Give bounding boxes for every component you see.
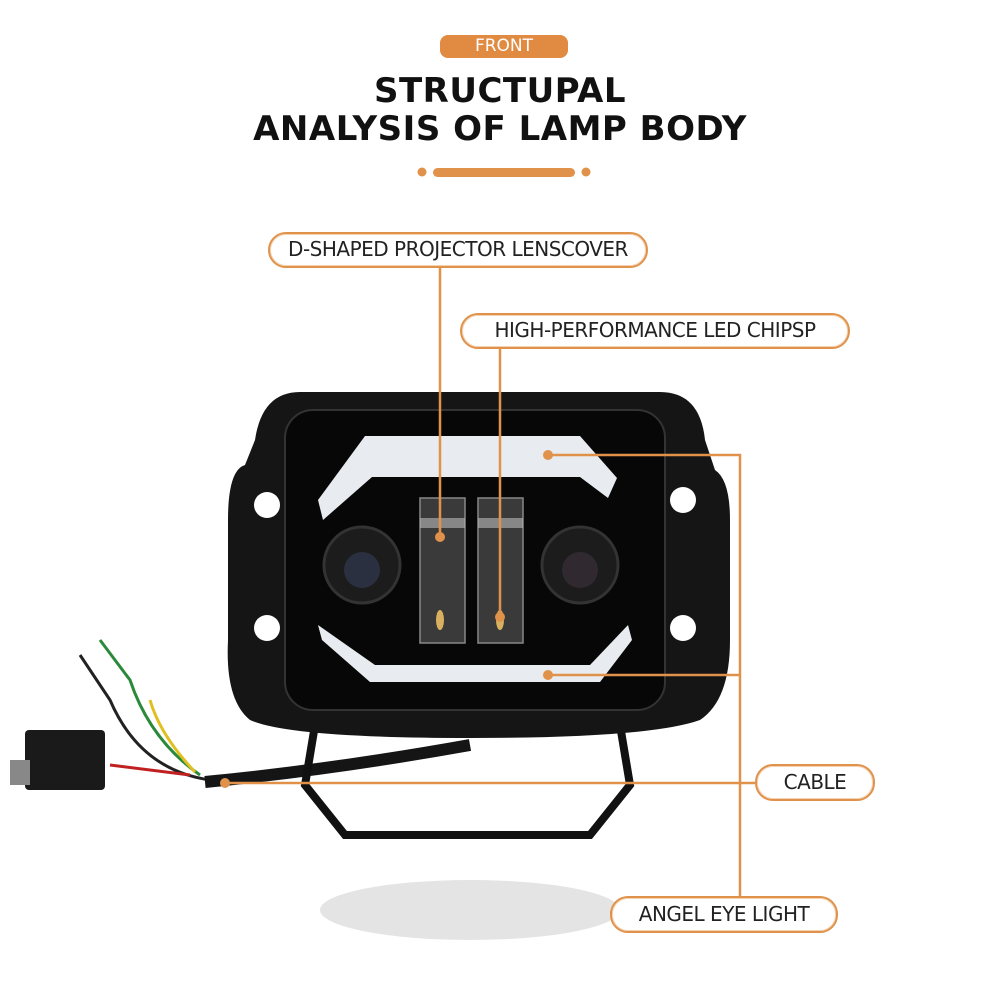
wires bbox=[78, 639, 211, 782]
connector-plug bbox=[25, 730, 105, 790]
callout-led-chips: HIGH-PERFORMANCE LED CHIPSP bbox=[460, 313, 850, 349]
mount-hole bbox=[254, 615, 280, 641]
mount-hole bbox=[254, 492, 280, 518]
header-divider bbox=[417, 167, 591, 177]
mount-bracket bbox=[300, 724, 635, 839]
callout-angel-eye: ANGEL EYE LIGHT bbox=[610, 896, 838, 933]
page-title-line1: STRUCTUPAL bbox=[374, 71, 626, 111]
angel-eye-top bbox=[318, 436, 617, 520]
lamp-face bbox=[284, 409, 666, 711]
cable bbox=[204, 739, 472, 788]
mount-hole bbox=[670, 615, 696, 641]
front-badge: FRONT bbox=[440, 35, 568, 58]
mount-hole bbox=[670, 487, 696, 513]
floor-shadow bbox=[320, 880, 620, 940]
leader-dots bbox=[220, 450, 553, 788]
page-title-line2: ANALYSIS OF LAMP BODY bbox=[253, 109, 747, 149]
callout-cable: CABLE bbox=[755, 764, 875, 801]
angel-eye-bottom bbox=[318, 625, 632, 682]
callout-lens-cover: D-SHAPED PROJECTOR LENSCOVER bbox=[268, 232, 648, 268]
